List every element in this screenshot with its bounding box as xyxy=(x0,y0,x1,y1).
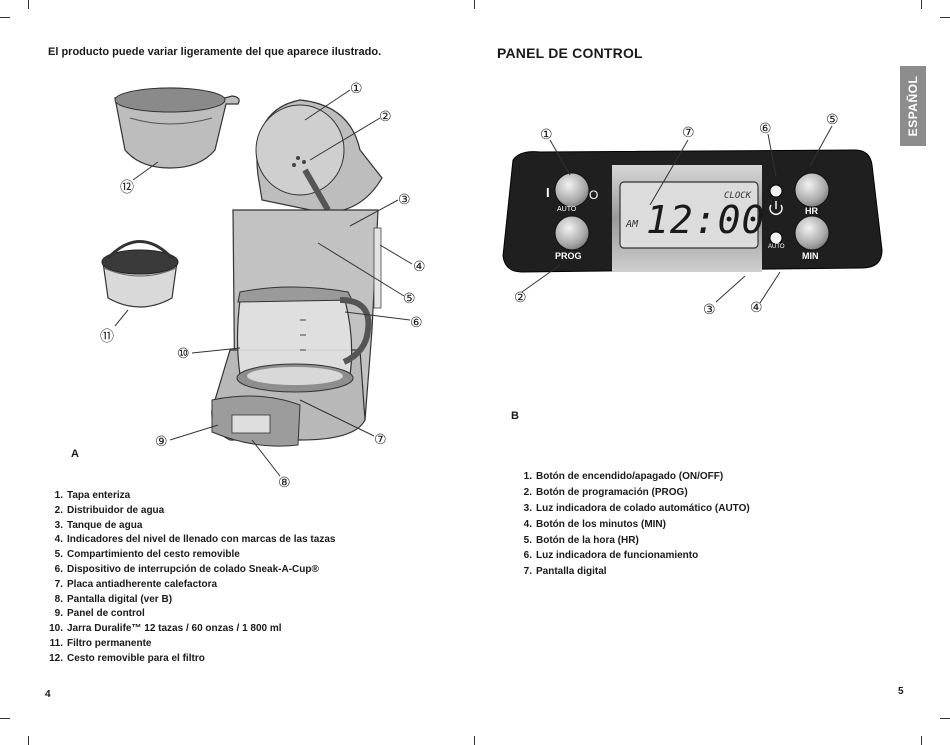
crop-mark xyxy=(474,736,475,745)
control-panel-illustration xyxy=(502,125,883,304)
on-symbol: I xyxy=(546,185,550,200)
callout-3: ③ xyxy=(703,301,716,317)
list-item: 12.Cesto removible para el filtro xyxy=(49,652,205,664)
list-item: 4.Indicadores del nivel de llenado con m… xyxy=(54,534,336,546)
page-title: PANEL DE CONTROL xyxy=(497,45,643,61)
callout-10: ⑩ xyxy=(177,345,190,361)
power-symbol-icon xyxy=(769,201,783,215)
callout-11: ⑪ xyxy=(100,328,114,344)
callout-6: ⑥ xyxy=(759,120,772,136)
callout-4: ④ xyxy=(750,299,763,315)
min-button[interactable] xyxy=(794,215,830,251)
figure-label-a: A xyxy=(71,448,79,460)
off-symbol: O xyxy=(589,188,599,202)
list-item: 2.Botón de programación (PROG) xyxy=(523,486,688,498)
callout-2: ② xyxy=(379,108,392,124)
callout-9: ⑨ xyxy=(155,433,168,449)
list-item: 2.Distribuidor de agua xyxy=(54,504,165,516)
carafe-icon xyxy=(236,286,372,393)
display-mode: CLOCK xyxy=(724,191,752,201)
callout-3: ③ xyxy=(398,191,411,207)
callout-4: ④ xyxy=(413,258,426,274)
list-item: 1.Botón de encendido/apagado (ON/OFF) xyxy=(523,471,724,482)
callout-7: ⑦ xyxy=(682,124,695,140)
page-number-left: 4 xyxy=(45,689,51,700)
list-item: 10.Jarra Duralife™ 12 tazas / 60 onzas /… xyxy=(49,623,282,635)
hr-button[interactable] xyxy=(794,172,830,208)
panel-leader-lines xyxy=(521,125,833,304)
power-button[interactable] xyxy=(554,172,590,208)
list-item: 7.Placa antiadherente calefactora xyxy=(54,578,218,590)
crop-mark xyxy=(0,718,10,719)
crop-mark xyxy=(940,718,950,719)
callout-2: ② xyxy=(514,289,527,305)
list-item: 3.Tanque de agua xyxy=(54,519,143,531)
list-item: 6.Dispositivo de interrupción de colado … xyxy=(54,563,319,575)
prog-label: PROG xyxy=(555,251,582,261)
callout-6: ⑥ xyxy=(410,314,423,330)
crop-mark xyxy=(921,0,922,9)
callout-12: ⑫ xyxy=(120,179,134,195)
figure-label-b: B xyxy=(511,410,519,422)
coffee-maker-illustration xyxy=(101,87,413,477)
list-item: 9.Panel de control xyxy=(54,608,145,620)
crop-mark xyxy=(28,0,29,9)
auto-light-label: AUTO xyxy=(768,244,785,250)
callout-5: ⑤ xyxy=(403,290,416,306)
list-item: 5.Compartimiento del cesto removible xyxy=(54,549,240,561)
filter-basket-icon xyxy=(114,87,240,169)
auto-indicator-light xyxy=(769,231,783,245)
permanent-filter-icon xyxy=(101,240,179,308)
list-item: 4.Botón de los minutos (MIN) xyxy=(523,518,666,530)
crop-mark xyxy=(921,736,922,745)
list-item: 1.Tapa enteriza xyxy=(54,490,131,501)
list-item: 3.Luz indicadora de colado automático (A… xyxy=(523,502,750,514)
operation-indicator-light xyxy=(769,184,783,198)
lid-icon xyxy=(255,99,383,213)
parts-list: 1.Tapa enteriza 2.Distribuidor de agua 3… xyxy=(45,489,335,667)
callout-5: ⑤ xyxy=(826,111,839,127)
language-tab-label: ESPAÑOL xyxy=(906,75,920,137)
crop-mark xyxy=(28,736,29,745)
callout-1: ① xyxy=(350,80,363,96)
list-item: 6.Luz indicadora de funcionamiento xyxy=(523,550,699,562)
callout-1: ① xyxy=(540,126,553,142)
min-label: MIN xyxy=(802,251,819,261)
crop-mark xyxy=(940,17,950,18)
auto-button-label: AUTO xyxy=(557,206,577,213)
display-time: 12:00 xyxy=(646,198,766,242)
crop-mark xyxy=(0,17,10,18)
crop-mark xyxy=(474,0,475,9)
leader-lines xyxy=(114,89,413,477)
callout-8: ⑧ xyxy=(278,474,291,490)
language-tab: ESPAÑOL xyxy=(900,66,926,146)
page-number-right: 5 xyxy=(898,686,904,697)
controls-list: 1.Botón de encendido/apagado (ON/OFF) 2.… xyxy=(514,469,750,580)
hr-label: HR xyxy=(805,206,818,216)
prog-button[interactable] xyxy=(554,215,590,251)
list-item: 8.Pantalla digital (ver B) xyxy=(54,593,173,605)
list-item: 7.Pantalla digital xyxy=(523,566,607,578)
intro-text: El producto puede variar ligeramente del… xyxy=(48,46,382,58)
list-item: 5.Botón de la hora (HR) xyxy=(523,534,639,546)
display-ampm: AM xyxy=(626,219,639,230)
list-item: 11.Filtro permanente xyxy=(49,637,152,649)
callout-7: ⑦ xyxy=(374,431,387,447)
